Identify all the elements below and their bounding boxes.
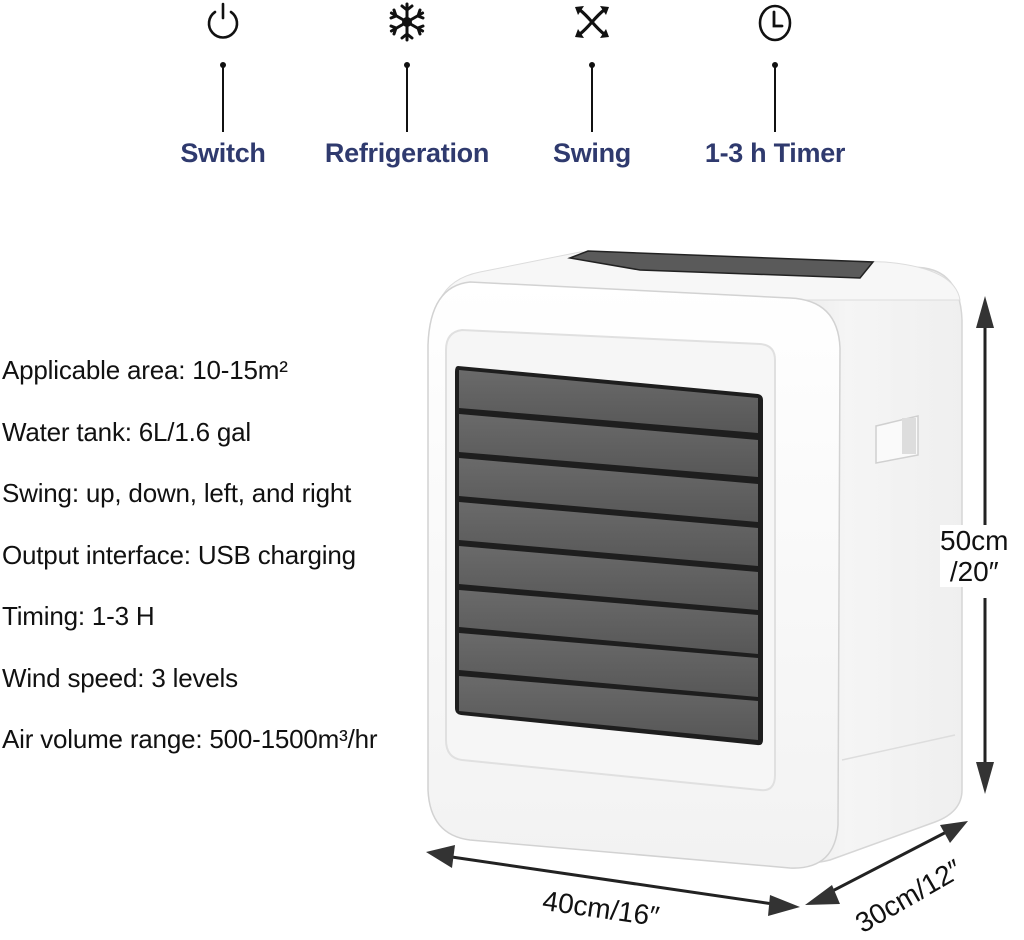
spec-wind-speed: Wind speed: 3 levels <box>2 662 238 693</box>
height-label: 50cm /20″ <box>940 525 1009 587</box>
feature-timer: 1-3 h Timer <box>685 0 865 180</box>
feature-switch: Switch <box>133 0 313 180</box>
feature-swing: Swing <box>502 0 682 180</box>
leader-line <box>591 64 593 132</box>
leader-line <box>406 64 408 132</box>
snowflake-icon <box>389 2 425 42</box>
clock-icon <box>758 4 792 42</box>
leader-line <box>222 64 224 132</box>
feature-label: 1-3 h Timer <box>704 138 846 168</box>
spec-output-interface: Output interface: USB charging <box>2 539 356 570</box>
spec-applicable-area: Applicable area: 10-15m² <box>2 355 288 385</box>
spec-air-volume: Air volume range: 500-1500m³/hr <box>2 724 378 754</box>
height-cm: 50cm <box>940 525 1009 556</box>
height-dimension-arrow <box>976 296 994 794</box>
spec-water-tank: Water tank: 6L/1.6 gal <box>2 416 251 447</box>
spec-swing: Swing: up, down, left, and right <box>2 478 352 508</box>
power-icon <box>207 2 239 39</box>
spec-timing: Timing: 1-3 H <box>2 601 155 631</box>
feature-label: Swing <box>553 138 631 168</box>
spec-list: Applicable area: 10-15m² Water tank: 6L/… <box>2 355 378 786</box>
feature-refrigeration: Refrigeration <box>317 0 497 180</box>
swing-arrows-icon <box>575 6 609 38</box>
height-in: /20″ <box>949 556 999 587</box>
control-panel <box>567 250 875 279</box>
depth-dimension-arrow <box>805 821 968 905</box>
leader-line <box>774 64 776 132</box>
feature-label: Switch <box>180 138 266 168</box>
feature-label: Refrigeration <box>324 138 490 168</box>
width-dimension-arrow <box>426 845 800 916</box>
grille-slats <box>459 370 758 740</box>
